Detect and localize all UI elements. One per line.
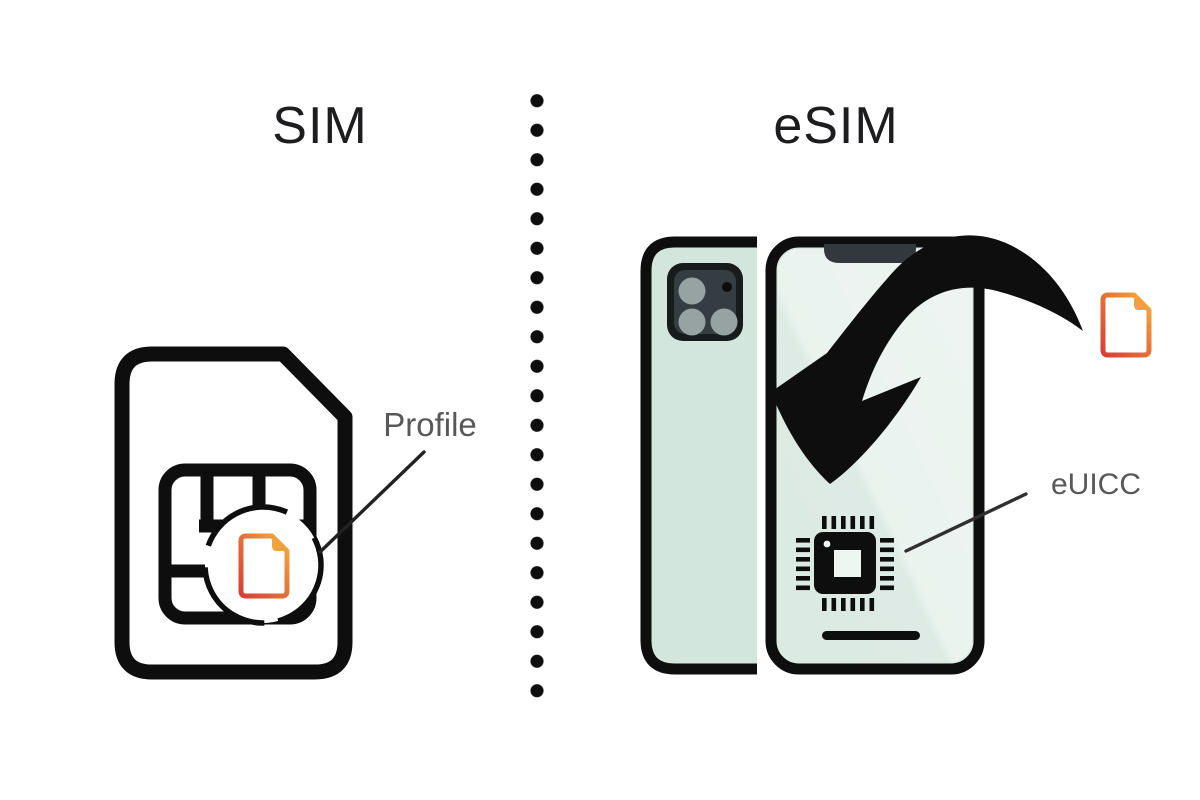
profile-label: Profile [383,406,477,443]
esim-phone-illustration [640,235,1152,675]
notch [824,244,916,263]
euicc-label: eUICC [1050,468,1141,501]
esim-profile-document-icon [1100,292,1152,358]
home-indicator [822,631,920,640]
phone-back-icon [640,236,757,675]
esim-title: eSIM [773,97,899,155]
download-arrow-icon [771,235,1083,484]
dotted-divider [530,86,544,706]
profile-leader-line [318,450,426,554]
euicc-chip-icon [796,516,894,611]
profile-document-icon [238,533,290,599]
sim-title: SIM [272,97,368,155]
euicc-leader-line [904,492,1028,553]
camera-module-icon [667,263,743,341]
sim-card-illustration [114,346,426,680]
